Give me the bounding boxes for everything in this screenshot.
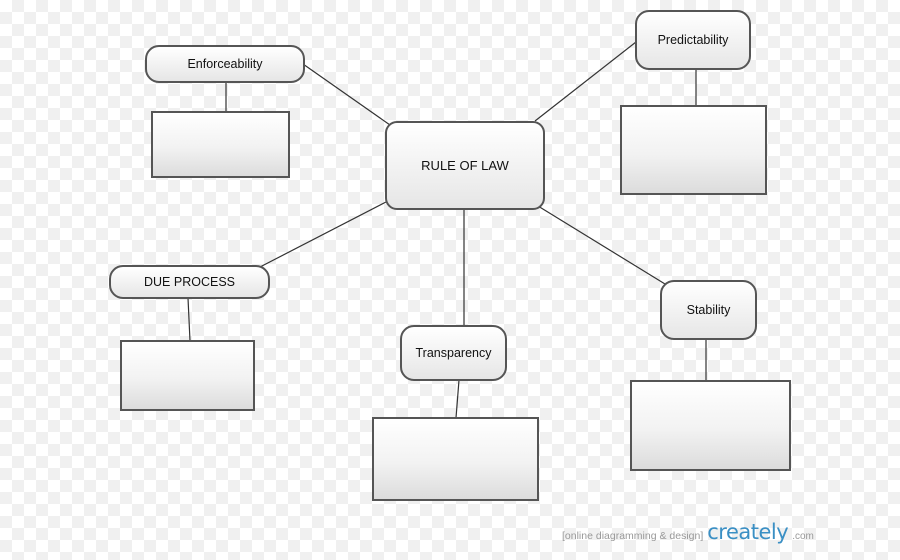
creately-logo: creately (707, 520, 789, 544)
node-due-process[interactable]: DUE PROCESS (109, 265, 270, 299)
connector-central-predictability (534, 41, 637, 122)
blank-box-stability[interactable] (630, 380, 791, 471)
node-predictability[interactable]: Predictability (635, 10, 751, 70)
connector-central-stability (537, 205, 666, 285)
blank-box-predictability[interactable] (620, 105, 767, 195)
central-node-label: RULE OF LAW (421, 158, 509, 173)
blank-box-transparency[interactable] (372, 417, 539, 501)
connector-transparency-box (455, 379, 460, 419)
footer-domain: .com (792, 531, 814, 542)
node-predictability-label: Predictability (657, 33, 729, 47)
creately-watermark: [online diagramming & design] creately .… (562, 520, 814, 544)
connector-central-due-process (259, 201, 387, 268)
node-stability-label: Stability (686, 303, 731, 317)
connector-central-enforceability (302, 63, 391, 126)
node-enforceability[interactable]: Enforceability (145, 45, 305, 83)
node-stability[interactable]: Stability (660, 280, 757, 340)
footer-tagline: [online diagramming & design] (562, 530, 704, 542)
node-transparency[interactable]: Transparency (400, 325, 507, 381)
node-transparency-label: Transparency (415, 346, 492, 360)
connector-due-process-box (187, 297, 191, 342)
node-enforceability-label: Enforceability (187, 57, 263, 71)
node-due-process-label: DUE PROCESS (144, 275, 235, 289)
central-node-rule-of-law[interactable]: RULE OF LAW (385, 121, 545, 210)
blank-box-enforceability[interactable] (151, 111, 290, 178)
blank-box-due-process[interactable] (120, 340, 255, 411)
